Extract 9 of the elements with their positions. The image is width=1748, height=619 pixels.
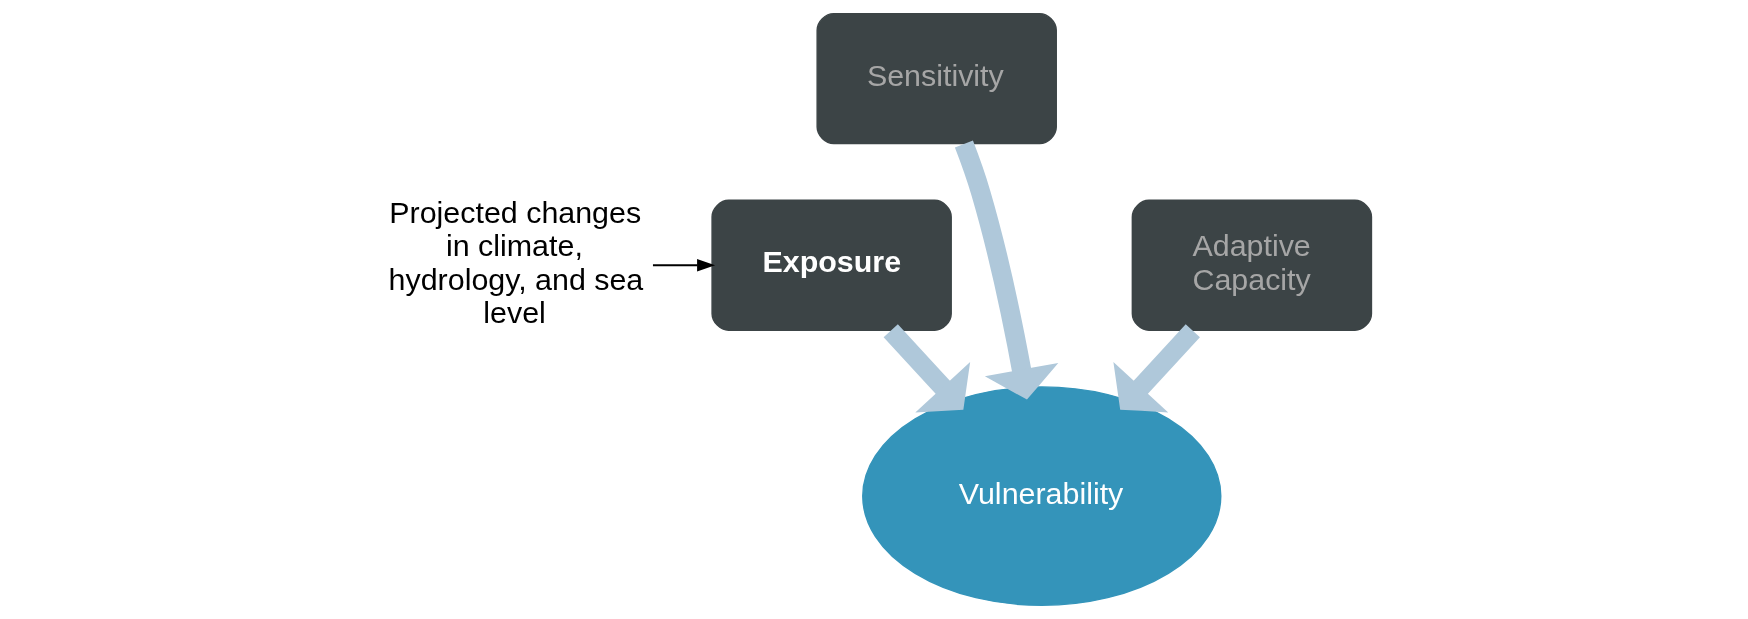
node-text: Projected changes in climate, hydrology, and sea level <box>388 195 643 329</box>
arrow <box>954 140 1058 400</box>
node-box: Sensitivity <box>815 13 1057 145</box>
arrow <box>1112 324 1200 413</box>
node-box: Adaptive Capacity <box>1131 199 1372 331</box>
arrow <box>883 324 970 413</box>
node-ellipse: Vulnerability <box>861 386 1221 607</box>
arrow <box>652 258 715 272</box>
node-box: Exposure <box>710 199 952 331</box>
